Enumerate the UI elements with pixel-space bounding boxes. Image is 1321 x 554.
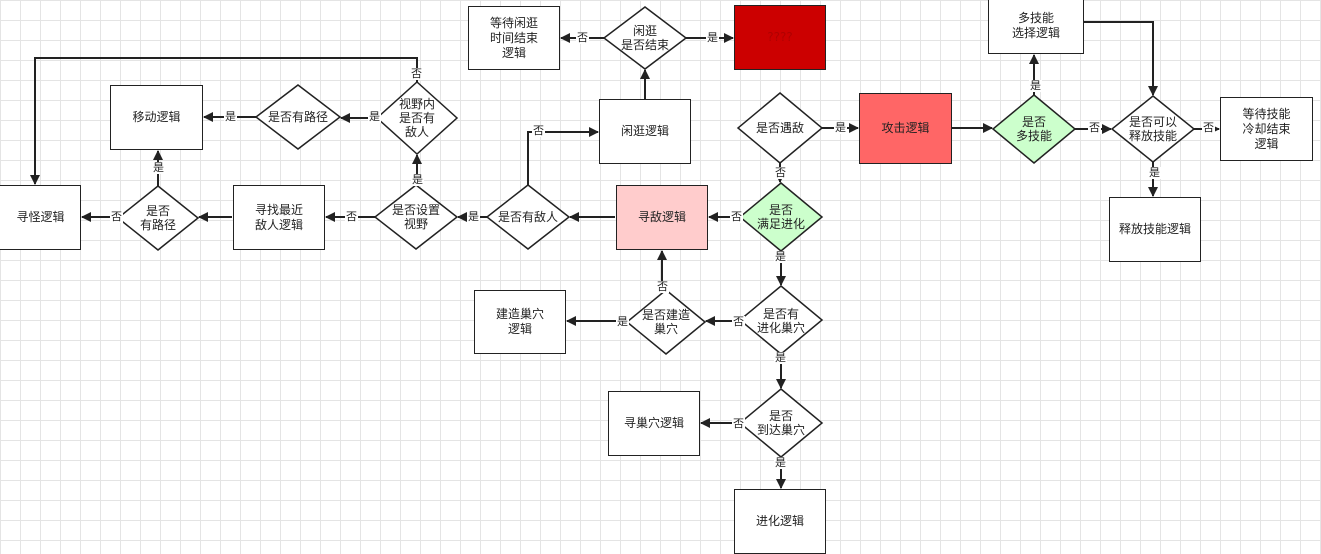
edge-label-no-find-monster: 否 [110, 210, 123, 223]
node-has-path-top: 是否有路径 [267, 110, 328, 124]
diamond-in-view-enemy [375, 80, 459, 156]
node-find-nest: 寻巢穴逻辑 [608, 391, 700, 456]
diamond-has-enemy [485, 184, 571, 250]
edge-label-yes-idle-red: 是 [706, 31, 719, 44]
edge-label-no-wait-cd: 否 [1202, 121, 1215, 134]
node-meet-enemy: 是否遇敌 [755, 121, 804, 135]
node-seek-enemy: 寻敌逻辑 [616, 185, 708, 250]
node-wait-idle-end: 等待闲逛 时间结束 逻辑 [468, 6, 560, 70]
edge-hasenemy-to-idle [527, 127, 599, 185]
edge-label-yes-view-up: 是 [411, 173, 424, 186]
diamond-has-path-top [254, 84, 342, 150]
node-has-evolve-nest: 是否有 进化巢穴 [756, 306, 805, 335]
edge-label-no-nearest: 否 [345, 210, 358, 223]
edge-label-no-hasnest: 否 [732, 315, 745, 328]
edge-label-yes-build: 是 [616, 315, 629, 328]
edge-label-no-multi: 否 [1088, 121, 1101, 134]
edge-label-no-view-loop: 否 [410, 67, 423, 80]
node-move-logic: 移动逻辑 [110, 85, 203, 150]
node-build-nest-q: 是否建造 巢穴 [641, 308, 690, 336]
diamond-set-view [373, 184, 459, 250]
diamond-has-path-left [116, 185, 200, 251]
node-set-view: 是否设置 视野 [391, 203, 440, 231]
edge-label-yes-haspath: 是 [368, 110, 381, 123]
edge-label-no-reach: 否 [732, 417, 745, 430]
edge-label-no-idle: 否 [532, 124, 545, 137]
node-find-nearest-enemy: 寻找最近 敌人逻辑 [233, 185, 325, 250]
edge-select-to-canrelease [1084, 21, 1158, 96]
edge-label-yes-setview: 是 [467, 210, 480, 223]
node-attack-logic: 攻击逻辑 [859, 93, 952, 164]
node-has-enemy: 是否有敌人 [497, 210, 558, 224]
node-meets-evolve: 是否 满足进化 [756, 203, 805, 231]
diamond-meet-enemy [736, 92, 824, 164]
node-in-view-enemy: 视野内 是否有 敌人 [398, 97, 435, 139]
node-build-nest: 建造巢穴 逻辑 [474, 290, 566, 354]
edge-label-no-wait-idle: 否 [576, 31, 589, 44]
node-is-multi-skill: 是否 多技能 [1015, 115, 1052, 143]
node-idle-finished: 闲逛 是否结束 [620, 24, 669, 52]
edge-label-yes-release: 是 [1148, 166, 1161, 179]
edge-label-no-meet: 否 [774, 166, 787, 179]
diamond-idle-finished [602, 6, 688, 70]
node-evolve-logic: 进化逻辑 [734, 489, 826, 554]
node-multi-skill-select: 多技能 选择逻辑 [988, 0, 1084, 54]
diamond-is-multi-skill [991, 94, 1077, 164]
node-idle-logic: 闲逛逻辑 [599, 99, 691, 164]
node-red-top: ???? [734, 5, 826, 70]
edge-label-no-buildnest-up: 否 [656, 280, 669, 293]
node-has-path-left: 是否 有路径 [139, 204, 176, 232]
node-reach-nest: 是否 到达巢穴 [756, 409, 805, 437]
node-can-release-skill: 是否可以 释放技能 [1128, 115, 1177, 143]
edge-label-yes-attack: 是 [834, 121, 847, 134]
edge-label-yes-move: 是 [224, 110, 237, 123]
edge-label-yes-evolve: 是 [774, 250, 787, 263]
edge-label-yes-hasnest: 是 [774, 351, 787, 364]
edge-label-yes-reach: 是 [774, 456, 787, 469]
node-find-monster: 寻怪逻辑 [0, 185, 81, 250]
edge-label-no-seek: 否 [730, 210, 743, 223]
node-wait-skill-cd: 等待技能 冷却结束 逻辑 [1220, 97, 1313, 161]
diamond-can-release-skill [1110, 95, 1196, 163]
diamond-build-nest-q [625, 289, 707, 355]
edge-label-yes-move-up: 是 [152, 161, 165, 174]
edge-label-yes-multi-select: 是 [1029, 79, 1042, 92]
node-release-skill: 释放技能逻辑 [1109, 197, 1201, 262]
